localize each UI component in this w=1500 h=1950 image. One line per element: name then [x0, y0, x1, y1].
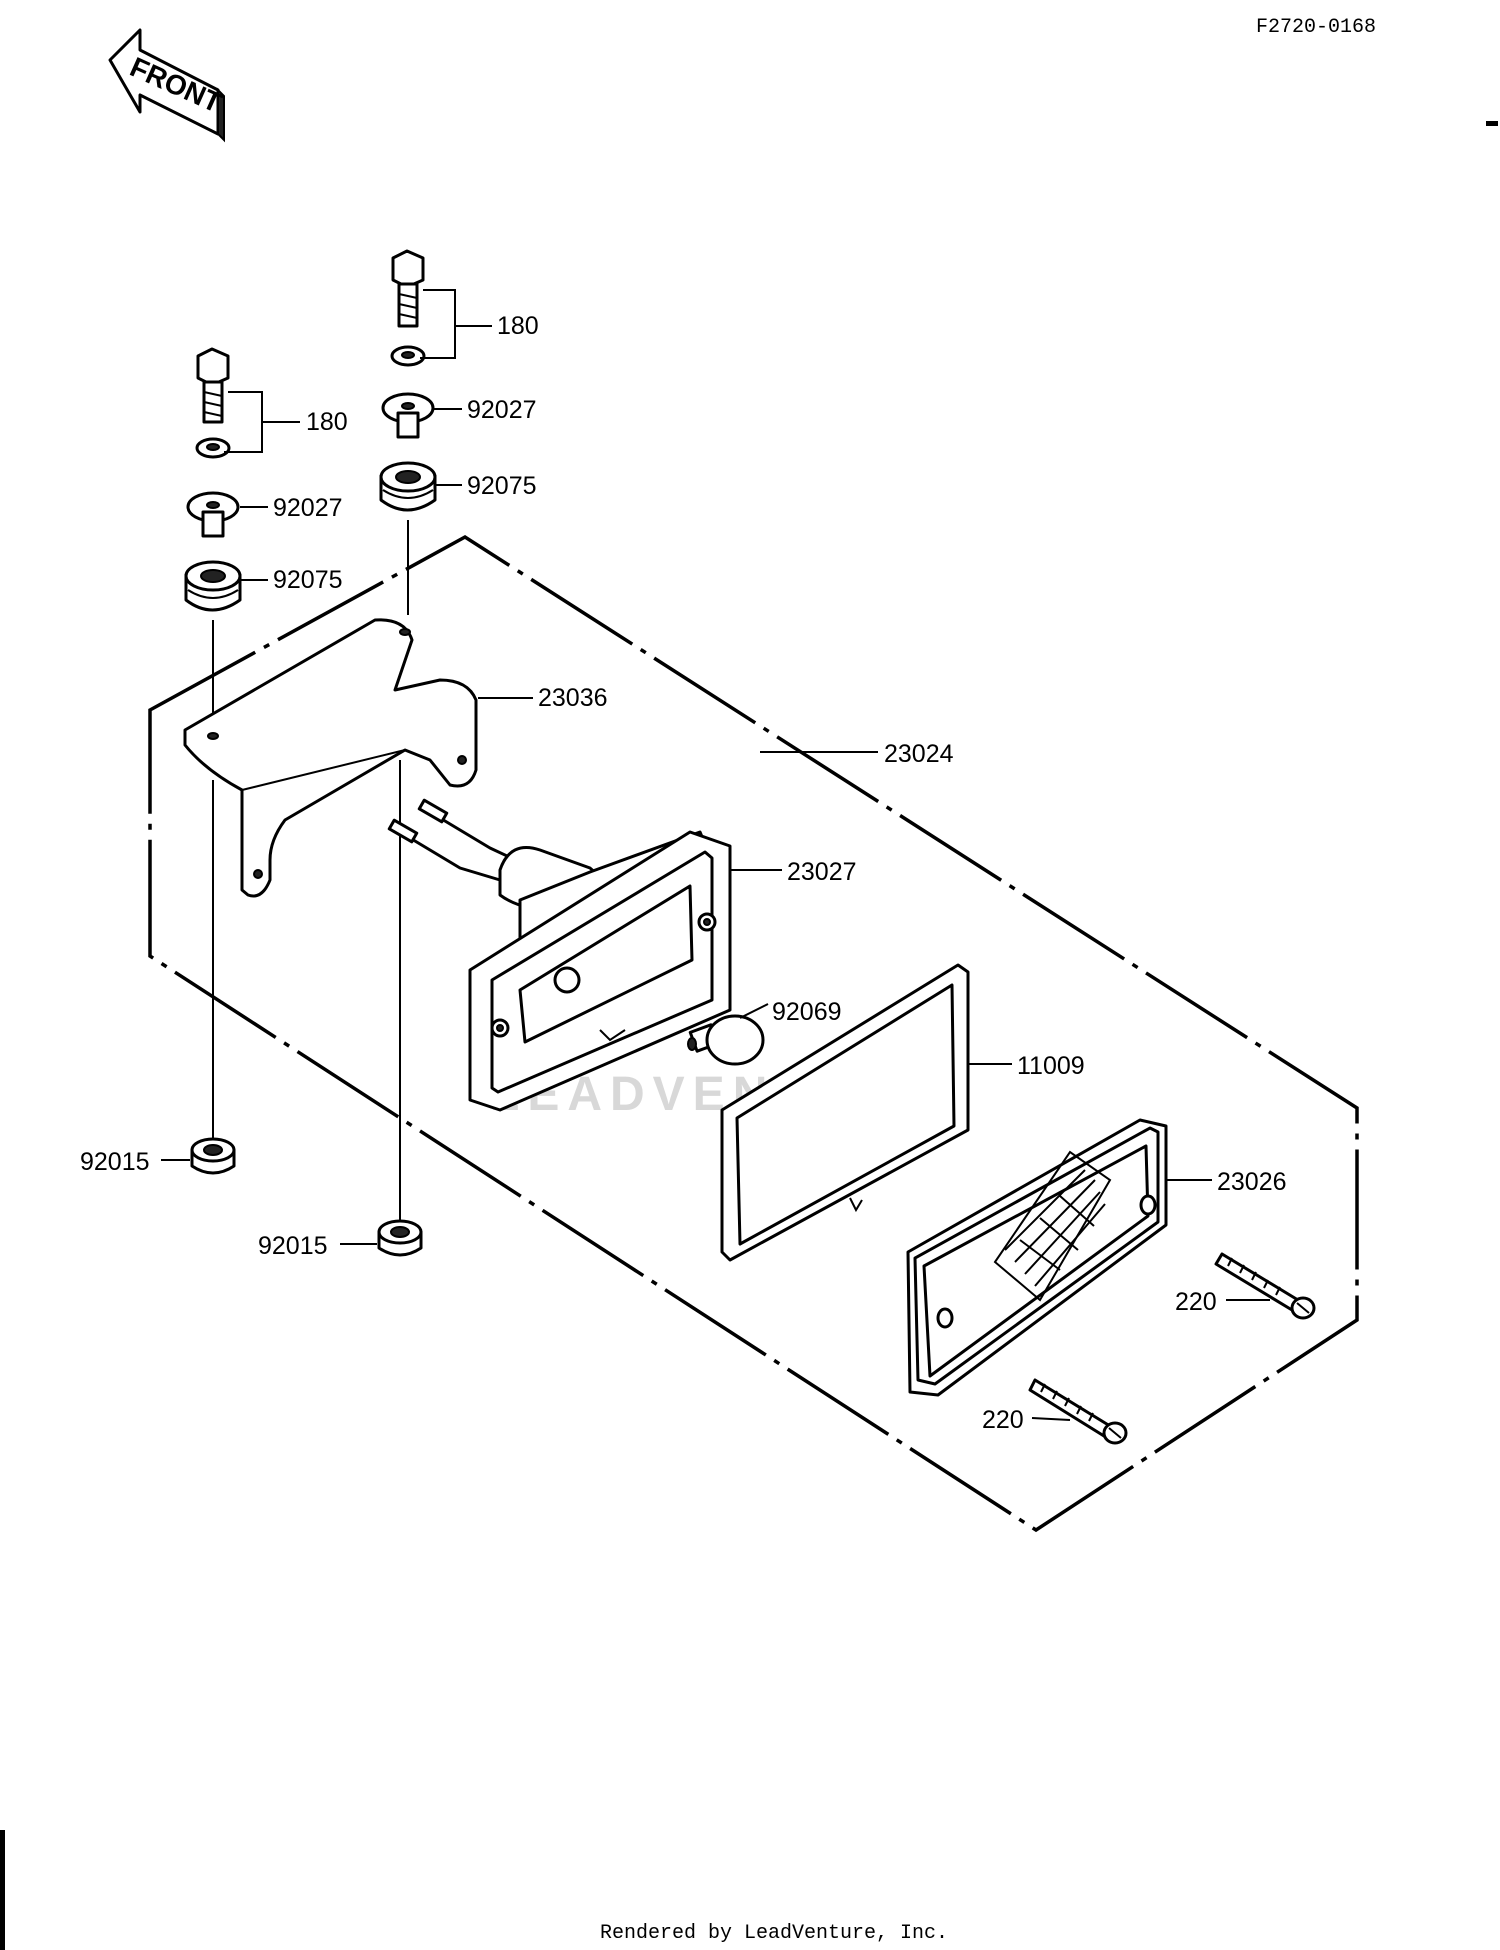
nut-left: [190, 1137, 236, 1175]
screw-upper: [1214, 1252, 1316, 1320]
collar-right: [381, 392, 435, 439]
callout-bulb: 92069: [772, 998, 842, 1026]
callout-lens: 23026: [1217, 1168, 1287, 1196]
assembly-outline: [148, 534, 1359, 1533]
collar-left: [186, 491, 240, 538]
grommet-left: [184, 560, 242, 612]
gasket: [720, 963, 970, 1262]
washer-left: [195, 437, 231, 459]
callout-nut-right: 92015: [258, 1232, 328, 1260]
callout-grommet-left: 92075: [273, 566, 343, 594]
callout-screw-lower: 220: [982, 1406, 1024, 1434]
callout-bracket: 23036: [538, 684, 608, 712]
front-arrow-icon: FRONT: [108, 28, 226, 143]
left-margin-mark: [0, 1830, 5, 1950]
callout-screw-upper: 220: [1175, 1288, 1217, 1316]
bolt-left: [196, 347, 230, 424]
callout-bolt-right: 180: [497, 312, 539, 340]
figure-id: F2720-0168: [1256, 16, 1376, 39]
lens: [906, 1118, 1168, 1397]
lamp-housing: [468, 830, 732, 1112]
leader-bulb: [739, 1003, 769, 1019]
lens-reflector-pattern: [993, 1150, 1112, 1302]
callout-nut-left: 92015: [80, 1148, 150, 1176]
grommet-right: [379, 461, 437, 512]
bolt-right: [391, 249, 425, 328]
callout-collar-left: 92027: [273, 494, 343, 522]
leader-bolt-right: [420, 289, 492, 359]
callout-bolt-left: 180: [306, 408, 348, 436]
leader-bolt-left: [224, 391, 300, 453]
washer-right: [390, 345, 426, 367]
footer-credit: Rendered by LeadVenture, Inc.: [600, 1922, 948, 1945]
bulb: [687, 1014, 765, 1066]
leader-screw-lower: [1031, 1417, 1071, 1421]
callout-collar-right: 92027: [467, 396, 537, 424]
edge-mark: [1486, 121, 1498, 126]
callout-grommet-right: 92075: [467, 472, 537, 500]
screw-lower: [1028, 1378, 1128, 1445]
callout-housing: 23027: [787, 858, 857, 886]
bracket: [183, 618, 478, 898]
nut-right: [377, 1219, 423, 1257]
callout-gasket: 11009: [1017, 1052, 1085, 1080]
callout-lamp-assy: 23024: [884, 740, 954, 768]
